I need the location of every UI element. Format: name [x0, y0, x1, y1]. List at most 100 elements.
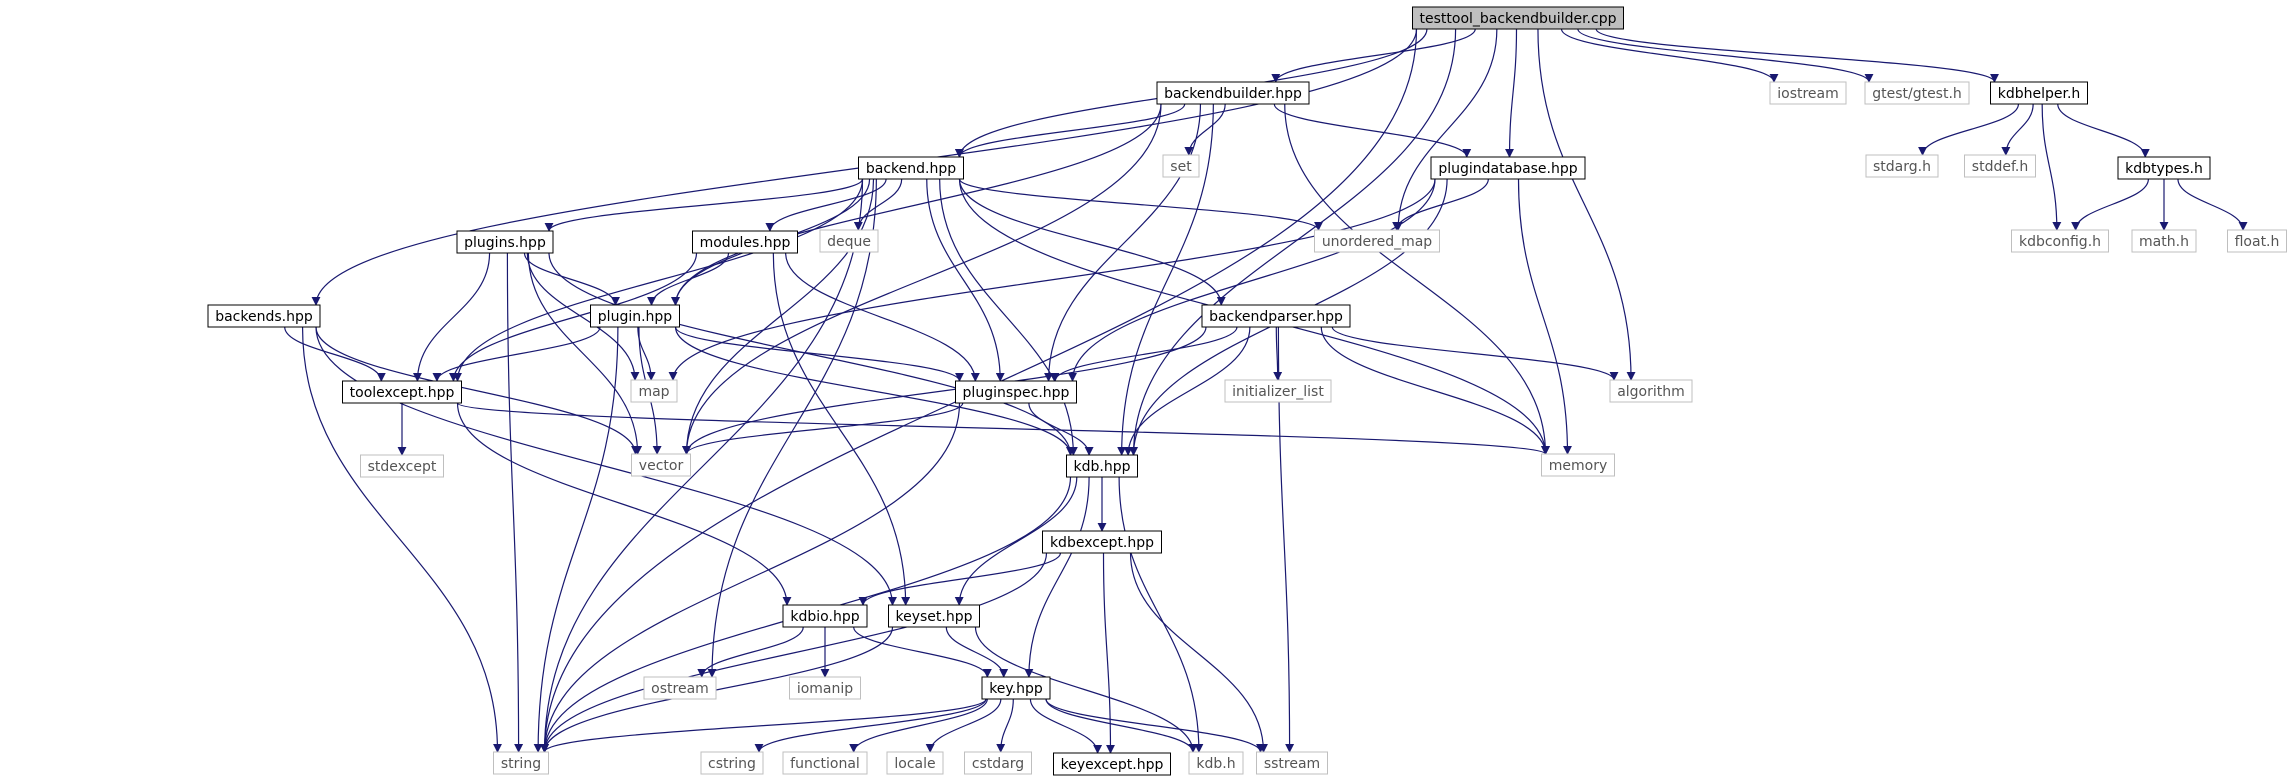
node-kdbexcept-hpp[interactable]: kdbexcept.hpp: [1042, 530, 1162, 554]
node-kdbio-hpp[interactable]: kdbio.hpp: [782, 604, 868, 628]
node-box: [1162, 154, 1200, 178]
node-label: kdbtypes.h: [2125, 161, 2203, 177]
node-label: memory: [1549, 458, 1608, 474]
node-plugins-hpp[interactable]: plugins.hpp: [456, 230, 554, 254]
node-label: backendbuilder.hpp: [1164, 86, 1302, 102]
edge-backendbuilder-hpp-to-pluginspec-hpp: [1044, 103, 1202, 382]
node-label: locale: [894, 756, 935, 772]
node-backendparser-hpp[interactable]: backendparser.hpp: [1201, 304, 1351, 328]
node-label: key.hpp: [989, 681, 1043, 697]
node-plugin-hpp[interactable]: plugin.hpp: [590, 304, 680, 328]
edge-kdbhelper-h-to-stddef-h: [2001, 103, 2034, 156]
node-box: [1609, 379, 1693, 403]
node-stdexcept: stdexcept: [360, 454, 444, 478]
node-box: [1224, 379, 1332, 403]
node-label: plugins.hpp: [464, 235, 546, 251]
edge-plugindatabase-hpp-to-pluginspec-hpp: [1068, 178, 1436, 382]
edge-kdbexcept-hpp-to-sstream: [1129, 552, 1268, 753]
edge-kdbio-hpp-to-ostream: [697, 626, 804, 678]
node-box: [886, 751, 944, 775]
node-pluginspec-hpp[interactable]: pluginspec.hpp: [955, 380, 1077, 404]
edge-kdbhelper-h-to-kdbtypes-h: [2057, 103, 2150, 158]
edge-backends-hpp-to-vector: [315, 326, 640, 455]
node-box: [2117, 156, 2211, 180]
edge-backends-hpp-to-keyset-hpp: [315, 326, 897, 606]
node-math-h: math.h: [2131, 229, 2197, 253]
node-box: [1864, 81, 1970, 105]
node-initializer-list: initializer_list: [1224, 379, 1332, 403]
edge-plugin-hpp-to-kdb-hpp: [674, 326, 1075, 456]
node-box: [981, 676, 1051, 700]
node-label: initializer_list: [1232, 384, 1324, 400]
node-box: [2227, 229, 2287, 253]
node-label: plugin.hpp: [598, 309, 673, 325]
node-label: stdarg.h: [1873, 159, 1931, 175]
node-label: testtool_backendbuilder.cpp: [1420, 11, 1617, 27]
edge-kdbexcept-hpp-to-kdbio-hpp: [858, 552, 1062, 606]
node-kdbhelper-h[interactable]: kdbhelper.h: [1990, 81, 2088, 105]
edge-backendparser-hpp-to-memory: [1320, 326, 1550, 455]
node-kdbtypes-h[interactable]: kdbtypes.h: [2117, 156, 2211, 180]
node-label: sstream: [1264, 756, 1320, 772]
node-box: [1964, 154, 2036, 178]
edge-backend-hpp-to-unordered-map: [958, 178, 1323, 231]
node-gtest-gtest-h: gtest/gtest.h: [1864, 81, 1970, 105]
node-box: [1188, 751, 1244, 775]
node-key-hpp[interactable]: key.hpp: [981, 676, 1051, 700]
node-backend-hpp[interactable]: backend.hpp: [858, 156, 964, 180]
node-box: [1156, 81, 1310, 105]
node-toolexcept-hpp[interactable]: toolexcept.hpp: [342, 380, 462, 404]
edge-key-hpp-to-cstring: [754, 698, 987, 753]
node-box: [1865, 154, 1939, 178]
edge-backend-hpp-to-modules-hpp: [765, 178, 887, 232]
edge-testtool-backendbuilder-cpp-to-algorithm: [1537, 28, 1636, 381]
edge-testtool-backendbuilder-cpp-to-iostream: [1560, 28, 1779, 83]
node-box: [1314, 229, 1440, 253]
edge-plugins-hpp-to-toolexcept-hpp: [412, 252, 491, 382]
node-keyset-hpp[interactable]: keyset.hpp: [888, 604, 980, 628]
node-box: [1042, 530, 1162, 554]
node-box: [1256, 751, 1328, 775]
node-label: float.h: [2235, 234, 2280, 250]
node-keyexcept-hpp[interactable]: keyexcept.hpp: [1053, 752, 1171, 776]
node-box: [1201, 304, 1351, 328]
node-label: keyset.hpp: [896, 609, 973, 625]
node-box: [964, 751, 1032, 775]
edge-plugins-hpp-to-kdb-hpp: [548, 252, 1075, 456]
edge-backend-hpp-to-vector: [682, 178, 875, 455]
node-label: string: [501, 756, 541, 772]
node-box: [631, 453, 691, 477]
edge-key-hpp-to-locale: [925, 698, 1002, 753]
edge-backendparser-hpp-to-vector: [682, 326, 1207, 455]
node-box: [1541, 453, 1615, 477]
node-label: toolexcept.hpp: [350, 385, 455, 401]
node-locale: locale: [886, 751, 944, 775]
node-label: pluginspec.hpp: [963, 385, 1070, 401]
edge-keyset-hpp-to-key-hpp: [945, 626, 1009, 678]
node-box: [630, 379, 678, 403]
node-vector: vector: [631, 453, 691, 477]
node-plugindatabase-hpp[interactable]: plugindatabase.hpp: [1430, 156, 1586, 180]
node-box: [782, 751, 868, 775]
edge-backends-hpp-to-string: [301, 326, 502, 753]
node-box: [782, 604, 868, 628]
edge-kdbhelper-h-to-kdbconfig-h: [2041, 103, 2062, 231]
node-label: iomanip: [797, 681, 853, 697]
node-box: [1990, 81, 2088, 105]
node-box: [888, 604, 980, 628]
node-label: ostream: [651, 681, 709, 697]
node-box: [493, 751, 549, 775]
node-testtool-backendbuilder-cpp[interactable]: testtool_backendbuilder.cpp: [1412, 6, 1624, 30]
node-label: backend.hpp: [866, 161, 956, 177]
node-backends-hpp[interactable]: backends.hpp: [207, 304, 321, 328]
node-backendbuilder-hpp[interactable]: backendbuilder.hpp: [1156, 81, 1310, 105]
edge-plugin-hpp-to-pluginspec-hpp: [674, 326, 964, 382]
node-cstring: cstring: [700, 751, 764, 775]
edge-plugindatabase-hpp-to-map: [668, 178, 1436, 381]
node-kdb-hpp[interactable]: kdb.hpp: [1066, 454, 1138, 478]
edge-testtool-backendbuilder-cpp-to-kdbhelper-h: [1595, 28, 1999, 83]
node-functional: functional: [782, 751, 868, 775]
node-modules-hpp[interactable]: modules.hpp: [692, 230, 798, 254]
node-string: string: [493, 751, 549, 775]
